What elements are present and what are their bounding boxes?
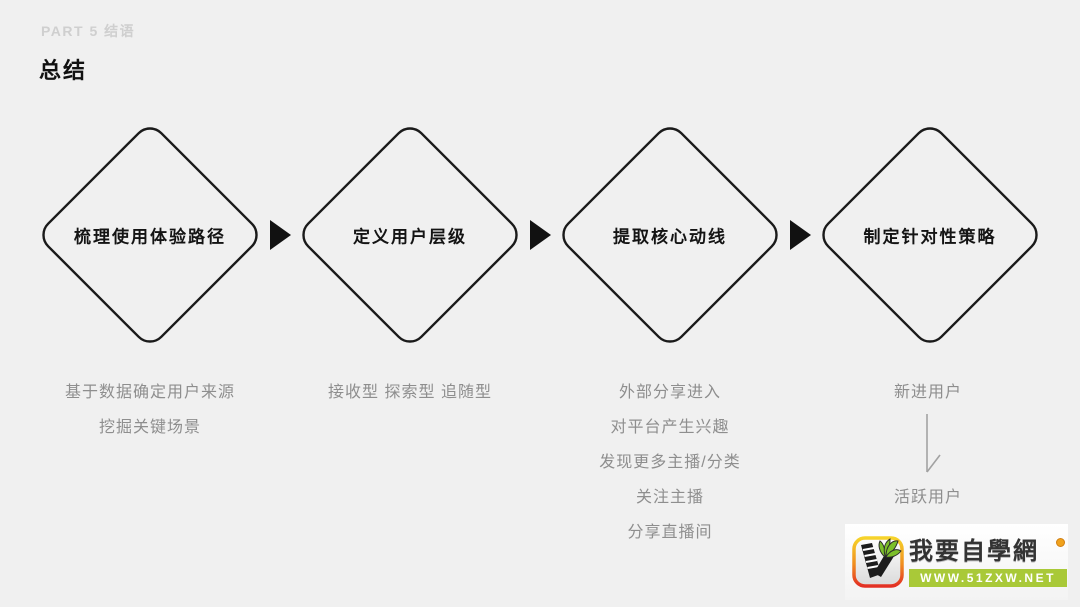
flow-step-label: 梳理使用体验路径 — [74, 227, 226, 247]
site-url: WWW.51ZXW.NET — [909, 568, 1067, 587]
note-text: 基于数据确定用户来源 — [64, 384, 235, 401]
diamond-shape — [302, 127, 518, 343]
down-arrow-icon — [798, 410, 1058, 480]
flow-step-label: 提取核心动线 — [613, 227, 727, 247]
diamond-shape — [562, 127, 778, 343]
note-text: 对平台产生兴趣 — [610, 419, 730, 436]
site-name: 我要自學網 — [909, 537, 1039, 565]
step-1-notes: 基于数据确定用户来源 挖掘关键场景 — [20, 375, 280, 445]
flow-step-label: 制定针对性策略 — [863, 227, 997, 247]
flow-step-4: 制定针对性策略 — [817, 122, 1043, 348]
flow-step-1: 梳理使用体验路径 — [37, 122, 263, 348]
copyright-badge-icon — [1056, 537, 1065, 547]
right-arrow-icon — [523, 220, 557, 250]
flow-step-3: 提取核心动线 — [557, 122, 783, 348]
note-text: 挖掘关键场景 — [98, 419, 201, 436]
page-title: 总结 — [39, 58, 88, 83]
diamond-shape — [822, 127, 1038, 343]
note-text: 新进用户 — [893, 384, 962, 401]
flow-step-2: 定义用户层级 — [297, 122, 523, 348]
step-2-notes: 接收型 探索型 追随型 — [280, 375, 540, 410]
step-4-notes: 新进用户 活跃用户 — [798, 375, 1058, 515]
step-3-notes: 外部分享进入 对平台产生兴趣 发现更多主播/分类 关注主播 分享直播间 — [540, 375, 800, 550]
diamond-flow: 梳理使用体验路径 定义用户层级 提取核心动线 制定针 — [37, 122, 1043, 348]
site-logo-icon — [852, 536, 904, 588]
note-text: 接收型 探索型 追随型 — [328, 384, 492, 401]
right-arrow-icon — [783, 220, 817, 250]
note-text: 外部分享进入 — [618, 384, 721, 401]
diamond-shape — [42, 127, 258, 343]
part-label: PART 5 结语 — [41, 23, 136, 39]
flow-step-label: 定义用户层级 — [353, 227, 467, 247]
right-arrow-icon — [263, 220, 297, 250]
note-text: 活跃用户 — [893, 489, 962, 506]
note-text: 分享直播间 — [627, 524, 713, 541]
site-text-block: 我要自學網 WWW.51ZXW.NET — [909, 537, 1067, 587]
note-text: 关注主播 — [635, 489, 704, 506]
watermark: 我要自學網 WWW.51ZXW.NET — [845, 524, 1068, 600]
note-text: 发现更多主播/分类 — [599, 454, 741, 471]
